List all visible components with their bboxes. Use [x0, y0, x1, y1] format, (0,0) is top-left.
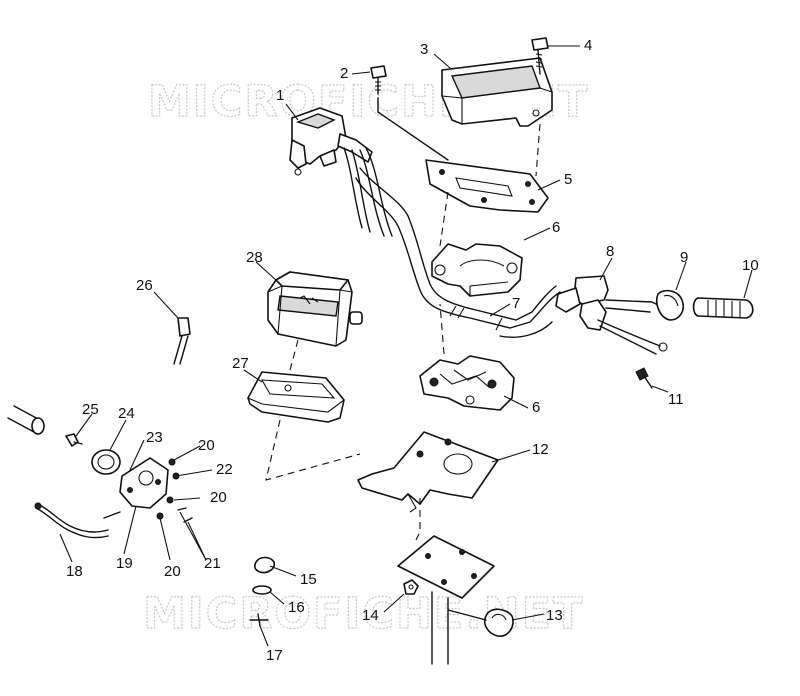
callout-6a: 6	[552, 219, 560, 236]
callout-labels: 1 2 3 4 5 6 7 8 9 10 11 12 13 14 15 16 1…	[66, 37, 759, 664]
nut-14	[403, 579, 419, 595]
cable-tube-left	[7, 405, 45, 435]
pin-17	[249, 613, 269, 627]
callout-2: 2	[340, 65, 348, 82]
leader-lines	[59, 45, 753, 647]
callout-24: 24	[118, 405, 135, 422]
callout-20a: 20	[198, 437, 215, 454]
callout-22: 22	[216, 461, 233, 478]
screw-25	[65, 433, 83, 447]
lower-cover-plate	[425, 159, 549, 213]
throttle-housing	[555, 275, 668, 355]
bolt-2	[370, 65, 387, 95]
callout-9: 9	[680, 249, 688, 266]
callout-27: 27	[232, 355, 249, 372]
callout-5: 5	[564, 171, 572, 188]
washer-16	[252, 585, 272, 595]
callout-11: 11	[668, 391, 684, 408]
callout-14: 14	[362, 607, 379, 624]
callout-26: 26	[136, 277, 153, 294]
callout-8: 8	[606, 243, 614, 260]
callout-28: 28	[246, 249, 263, 266]
handlebar-clamp-upper	[431, 243, 523, 297]
screw-11	[635, 367, 653, 389]
callout-16: 16	[288, 599, 305, 616]
callout-13: 13	[546, 607, 563, 624]
callout-21: 21	[204, 555, 221, 572]
callout-15: 15	[300, 571, 317, 588]
ring-24	[91, 449, 121, 475]
mounting-bracket	[357, 431, 499, 513]
handlebar-clamp-lower	[419, 355, 515, 411]
handlebar-cover-top	[441, 57, 553, 127]
callout-4: 4	[584, 37, 592, 54]
brake-master-cylinder	[289, 107, 393, 237]
handlebar	[355, 167, 561, 338]
callout-19: 19	[116, 555, 133, 572]
callout-1: 1	[276, 87, 284, 104]
switch-wire-18	[34, 502, 109, 539]
callout-20b: 20	[210, 489, 227, 506]
cap-15	[254, 556, 276, 574]
bracket-19-23	[119, 457, 169, 509]
bolt-4	[531, 37, 549, 75]
callout-23: 23	[146, 429, 163, 446]
callout-18: 18	[66, 563, 83, 580]
cable-fitting-26	[173, 317, 191, 365]
callout-12: 12	[532, 441, 549, 458]
callout-17: 17	[266, 647, 283, 664]
speedometer-housing	[247, 371, 345, 423]
callout-20c: 20	[164, 563, 181, 580]
callout-7: 7	[512, 295, 520, 312]
post-clamp-13	[447, 608, 514, 637]
steering-post-plate	[397, 535, 495, 665]
speedometer	[267, 271, 363, 347]
callout-6b: 6	[532, 399, 540, 416]
callout-3: 3	[420, 41, 428, 58]
callout-10: 10	[742, 257, 759, 274]
callout-25: 25	[82, 401, 99, 418]
hand-grip	[692, 297, 754, 319]
grip-collar	[655, 289, 685, 321]
